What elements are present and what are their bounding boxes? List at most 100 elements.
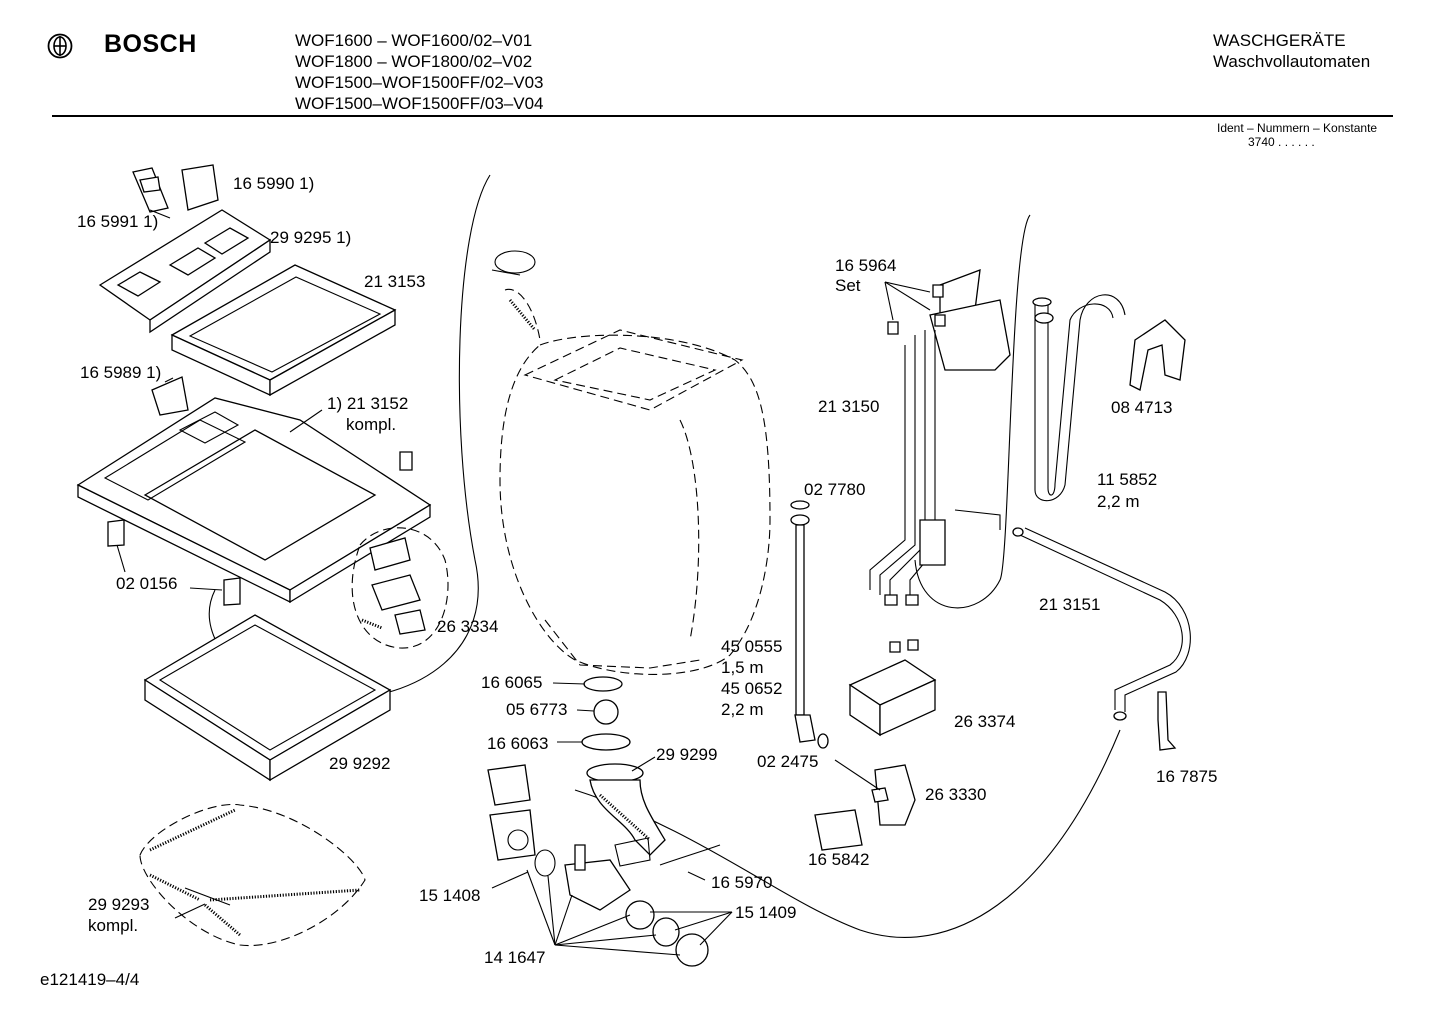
leader-line	[631, 756, 656, 772]
ident-label: Ident – Nummern – Konstante	[1217, 121, 1378, 135]
part-label: 16 5989 1)	[80, 363, 162, 382]
part-label: 29 9295 1)	[270, 228, 352, 247]
switch-16-5842	[814, 809, 863, 851]
part-label: 1,5 m	[721, 658, 764, 677]
part-label: 08 4713	[1111, 398, 1173, 417]
part-label: 15 1408	[419, 886, 481, 905]
bracket-part-right	[223, 577, 241, 606]
valve-block-26-3374	[848, 639, 937, 737]
part-label: 02 7780	[804, 480, 866, 499]
leader-line	[554, 944, 681, 956]
part-label: 26 3330	[925, 785, 987, 804]
part-label: 16 5842	[808, 850, 870, 869]
part-label: 16 7875	[1156, 767, 1218, 786]
leader-line	[547, 875, 556, 946]
part-label: 16 5964	[835, 256, 897, 275]
part-label: 11 5852	[1097, 470, 1158, 489]
leader-line	[554, 914, 631, 946]
part-label: 02 0156	[116, 574, 178, 593]
outer-tub-part	[491, 250, 771, 675]
part-label: 26 3334	[437, 617, 499, 636]
door-lock-group	[351, 527, 449, 649]
part-label: 1) 21 3152	[327, 394, 409, 413]
inlet-hose-part	[790, 500, 829, 749]
model-line-2: WOF1800 – WOF1800/02–V02	[295, 52, 533, 71]
drawing-id: e121419–4/4	[40, 970, 140, 989]
leader-line	[687, 871, 706, 881]
model-line-1: WOF1600 – WOF1600/02–V01	[295, 31, 533, 50]
leader-line	[491, 871, 529, 889]
filter-ring-2	[652, 917, 680, 947]
leader-line	[116, 544, 126, 573]
part-label: 05 6773	[506, 700, 568, 719]
part-label: 29 9293	[88, 895, 150, 914]
part-label: 21 3153	[364, 272, 426, 291]
leader-line	[189, 587, 223, 591]
leader-line	[164, 377, 174, 383]
part-label: 16 6063	[487, 734, 549, 753]
category-subtitle: Waschvollautomaten	[1213, 52, 1371, 71]
category-title: WASCHGERÄTE	[1213, 31, 1346, 50]
part-label: 16 6065	[481, 673, 543, 692]
leader-line	[884, 281, 931, 311]
leader-line	[554, 934, 657, 946]
ident-value: 3740 . . . . . .	[1248, 135, 1315, 149]
part-label: 29 9299	[656, 745, 718, 764]
clip-16-7875	[1157, 691, 1177, 751]
sump-ring-16-6063	[581, 733, 631, 751]
part-label: 15 1409	[735, 903, 797, 922]
part-label: 29 9292	[329, 754, 391, 773]
brand-name: BOSCH	[104, 30, 197, 58]
part-label: kompl.	[346, 415, 397, 434]
hose-21-3151	[1012, 527, 1191, 721]
part-label: 2,2 m	[721, 700, 764, 719]
part-label: 14 1647	[484, 948, 546, 967]
leader-line	[884, 281, 931, 293]
filter-ring-1	[625, 900, 655, 930]
part-label: Set	[835, 276, 861, 295]
drain-hose-curve	[914, 214, 1031, 609]
header-divider	[52, 115, 1393, 117]
pump-hose-curve	[574, 729, 1121, 938]
part-label: 2,2 m	[1097, 492, 1140, 511]
valve-26-3330	[871, 764, 916, 826]
sump-ball-05-6773	[593, 699, 619, 725]
part-label: 16 5990 1)	[233, 174, 315, 193]
bracket-part-left	[107, 519, 125, 547]
clip-part	[151, 376, 189, 416]
part-label: 45 0555	[721, 637, 783, 656]
leader-line	[699, 911, 733, 946]
part-label: 21 3150	[818, 397, 880, 416]
small-hose-16-5970	[659, 844, 721, 866]
leader-line	[289, 409, 323, 433]
model-line-4: WOF1500–WOF1500FF/03–V04	[295, 94, 544, 113]
model-line-3: WOF1500–WOF1500FF/02–V03	[295, 73, 544, 92]
spring-set-part	[139, 803, 366, 947]
leader-line	[884, 281, 894, 321]
pump-part	[487, 764, 651, 911]
leader-line	[674, 911, 733, 931]
drawer-front-part	[181, 164, 219, 211]
part-label: 02 2475	[757, 752, 819, 771]
top-frame-part	[76, 397, 432, 604]
leader-line	[526, 869, 556, 946]
bosch-logo-icon	[47, 33, 73, 59]
hose-guide-part	[1129, 319, 1186, 391]
door-seal-part	[143, 614, 392, 782]
part-label: kompl.	[88, 916, 139, 935]
filter-cap	[675, 933, 709, 967]
leader-line	[554, 894, 573, 946]
screw-part	[399, 451, 413, 471]
drawer-handle-part	[132, 167, 169, 213]
leader-line	[149, 209, 171, 219]
leader-line	[576, 709, 595, 712]
part-label: 45 0652	[721, 679, 783, 698]
part-label: 16 5991 1)	[77, 212, 159, 231]
part-label: 16 5970	[711, 873, 773, 892]
detergent-drawer-part	[98, 209, 272, 334]
part-label: 26 3374	[954, 712, 1016, 731]
drawer-housing-part	[170, 264, 397, 397]
leader-line	[834, 759, 881, 791]
part-label: 21 3151	[1039, 595, 1101, 614]
